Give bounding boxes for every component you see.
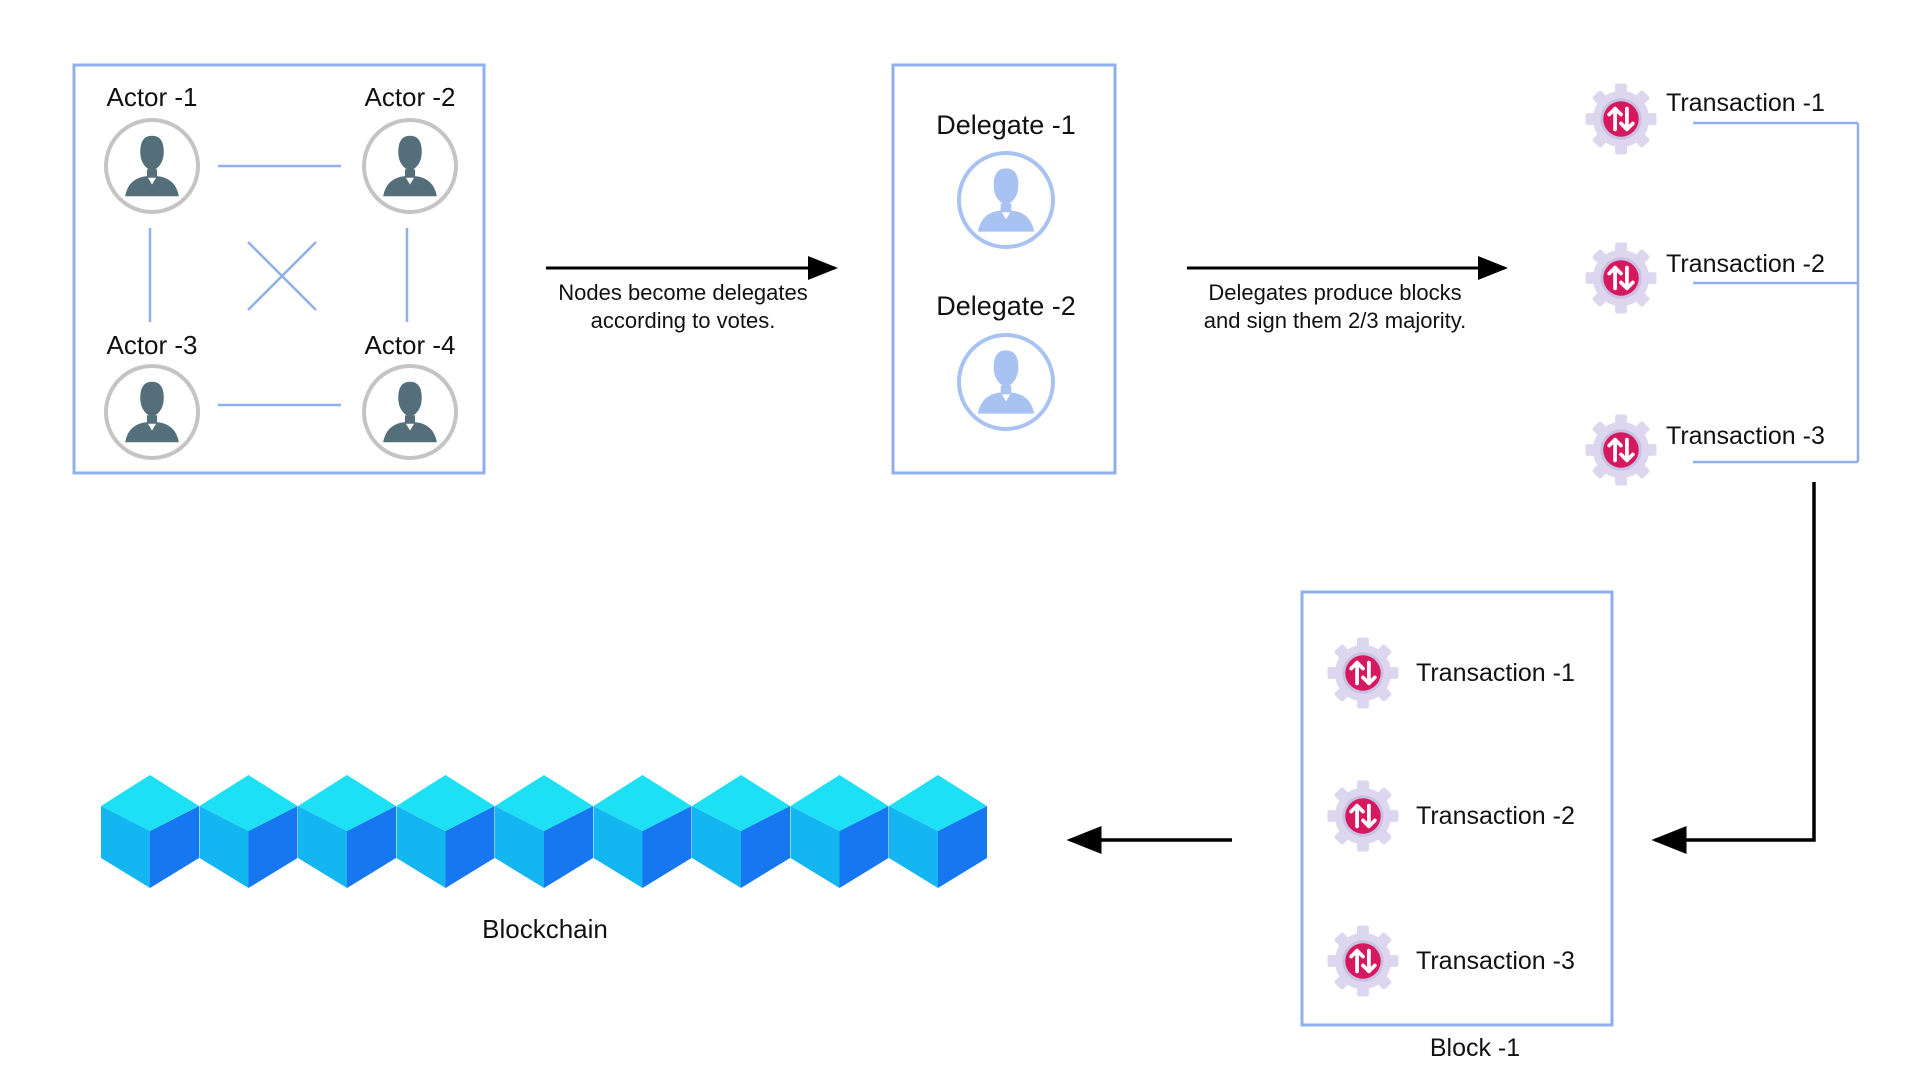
block-transaction-label: Transaction -1	[1416, 659, 1575, 687]
step-2-text-line-1: Delegates produce blocks	[1208, 280, 1461, 305]
transaction-label: Transaction -3	[1666, 422, 1825, 450]
blockchain-label: Blockchain	[482, 914, 608, 944]
blockchain-block	[889, 775, 987, 888]
transaction-icon	[1326, 924, 1400, 998]
transactions-group: Transaction -1 Transaction -2 Transactio…	[1584, 82, 1860, 487]
actor-3: Actor -3	[104, 330, 200, 460]
step-1-text-line-2: according to votes.	[591, 308, 776, 333]
actor-4: Actor -4	[362, 330, 458, 460]
blockchain-block	[396, 775, 495, 888]
step-1-text-line-1: Nodes become delegates	[558, 280, 808, 305]
block-transaction-label: Transaction -2	[1416, 802, 1575, 830]
delegates-box: Delegate -1 Delegate -2	[891, 63, 1117, 475]
actor-label: Actor -2	[364, 82, 455, 112]
actor-label: Actor -1	[106, 82, 197, 112]
actor-1: Actor -1	[104, 82, 200, 214]
actor-label: Actor -4	[364, 330, 455, 360]
blockchain: Blockchain	[101, 775, 987, 944]
transactions-bracket	[1693, 121, 1860, 464]
step-2-arrow: Delegates produce blocks and sign them 2…	[1187, 256, 1508, 333]
transaction-icon	[1584, 241, 1658, 315]
transaction-label: Transaction -2	[1666, 250, 1825, 278]
actors-box: Actor -1 Actor -2 Actor -3 Actor -4	[72, 63, 486, 475]
blockchain-block	[298, 775, 396, 888]
block-box: Transaction -1 Transaction -2 Transactio…	[1300, 590, 1614, 1062]
blockchain-block	[593, 775, 692, 888]
transaction-2: Transaction -2	[1584, 241, 1825, 315]
step-2-text-line-2: and sign them 2/3 majority.	[1204, 308, 1467, 333]
block-transaction-3: Transaction -3	[1326, 924, 1575, 998]
block-transaction-label: Transaction -3	[1416, 947, 1575, 975]
transaction-icon	[1326, 636, 1400, 710]
step-1-arrow: Nodes become delegates according to vote…	[546, 256, 838, 333]
actor-label: Actor -3	[106, 330, 197, 360]
transaction-icon	[1584, 413, 1658, 487]
blockchain-cubes	[101, 775, 987, 888]
block-transaction-1: Transaction -1	[1326, 636, 1575, 710]
delegate-2: Delegate -2	[936, 291, 1076, 431]
transaction-1: Transaction -1	[1584, 82, 1825, 156]
blockchain-block	[101, 775, 199, 888]
blockchain-block	[199, 775, 298, 888]
block-transaction-2: Transaction -2	[1326, 779, 1575, 853]
actor-2: Actor -2	[362, 82, 458, 214]
transaction-icon	[1584, 82, 1658, 156]
delegate-label: Delegate -1	[936, 110, 1076, 140]
blockchain-block	[692, 775, 790, 888]
to-block-arrow	[1651, 482, 1816, 854]
block-label: Block -1	[1430, 1034, 1520, 1062]
delegate-label: Delegate -2	[936, 291, 1076, 321]
blockchain-block	[790, 775, 889, 888]
blockchain-block	[495, 775, 593, 888]
transaction-3: Transaction -3	[1584, 413, 1825, 487]
delegate-1: Delegate -1	[936, 110, 1076, 249]
actor-connectors	[148, 164, 409, 407]
transaction-icon	[1326, 779, 1400, 853]
transaction-label: Transaction -1	[1666, 89, 1825, 117]
